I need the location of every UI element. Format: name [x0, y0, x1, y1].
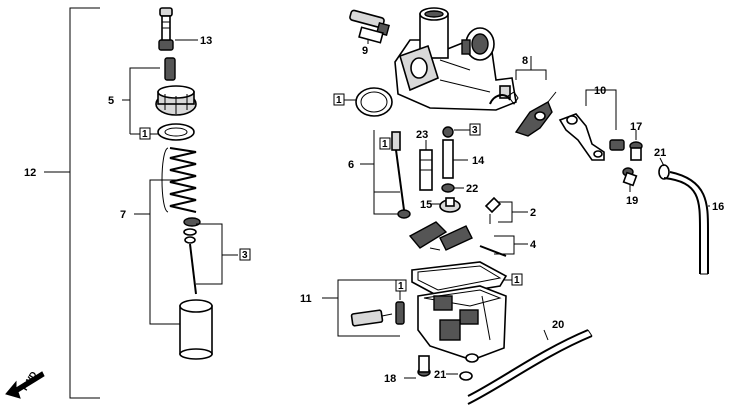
callout-21: 21: [654, 147, 666, 159]
svg-text:1: 1: [382, 139, 388, 150]
callout-15: 15: [420, 199, 432, 211]
part-cap: [155, 85, 197, 116]
part-float-pin: [484, 196, 502, 224]
callout-10: 10: [594, 85, 606, 97]
callout-19: 19: [626, 195, 638, 207]
boxed-ref-3-left: 3: [239, 248, 251, 261]
carburetor-body: [349, 7, 517, 111]
part-screw-18: [417, 355, 431, 377]
part-float: [408, 221, 473, 251]
callout-4: 4: [530, 239, 537, 251]
part-drain-hose: [467, 329, 593, 405]
slide-assembly: [5, 7, 238, 399]
boxed-ref-1-oring: 1: [333, 93, 345, 106]
boxed-ref-1-jet: 1: [379, 137, 391, 150]
callout-18: 18: [384, 373, 396, 385]
part-hose-clip: [658, 164, 670, 180]
callout-7: 7: [120, 209, 126, 221]
part-adjuster-screw: [158, 7, 174, 51]
callout-12: 12: [24, 167, 36, 179]
part-screw-19: [622, 167, 638, 187]
bracket-12: [69, 7, 100, 399]
callout-16: 16: [712, 201, 724, 213]
part-choke-lever: [489, 91, 557, 137]
part-throttle-slide: [179, 299, 213, 360]
boxed-ref-3-jet: 3: [469, 123, 481, 136]
callout-21-lower: 21: [434, 369, 446, 381]
float-bowl: [411, 261, 508, 363]
callout-23: 23: [416, 129, 428, 141]
part-screw-17: [629, 141, 643, 161]
part-drain-screw: [350, 309, 393, 327]
part-main-jet: [442, 126, 454, 179]
callout-8: 8: [522, 55, 528, 67]
callout-9: 9: [362, 45, 368, 57]
svg-text:3: 3: [242, 250, 248, 261]
boxed-ref-1-left: 1: [139, 127, 151, 140]
callout-13: 13: [200, 35, 212, 47]
part-throttle-arm: [558, 113, 625, 161]
part-vent-hose: [663, 171, 709, 275]
part-pilot-screw: [391, 131, 411, 219]
callout-14: 14: [472, 155, 485, 167]
boxed-ref-1-bowl-right: 1: [511, 273, 523, 286]
callout-17: 17: [630, 121, 642, 133]
svg-text:1: 1: [514, 275, 520, 286]
callout-20: 20: [552, 319, 564, 331]
callout-6: 6: [348, 159, 354, 171]
part-needle-jet-holder: [419, 140, 433, 191]
callout-2: 2: [530, 207, 536, 219]
svg-text:1: 1: [142, 129, 148, 140]
callout-5: 5: [108, 95, 114, 107]
part-o-ring: [355, 87, 393, 117]
part-jet-holder: [439, 197, 461, 213]
svg-text:1: 1: [398, 281, 404, 292]
svg-text:1: 1: [336, 95, 342, 106]
part-screw-9: [349, 9, 390, 44]
forward-arrow-icon: [5, 371, 45, 399]
callout-22: 22: [466, 183, 478, 195]
boxed-ref-1-bowl-left: 1: [395, 279, 407, 292]
svg-text:3: 3: [472, 125, 478, 136]
callout-11: 11: [300, 293, 312, 305]
